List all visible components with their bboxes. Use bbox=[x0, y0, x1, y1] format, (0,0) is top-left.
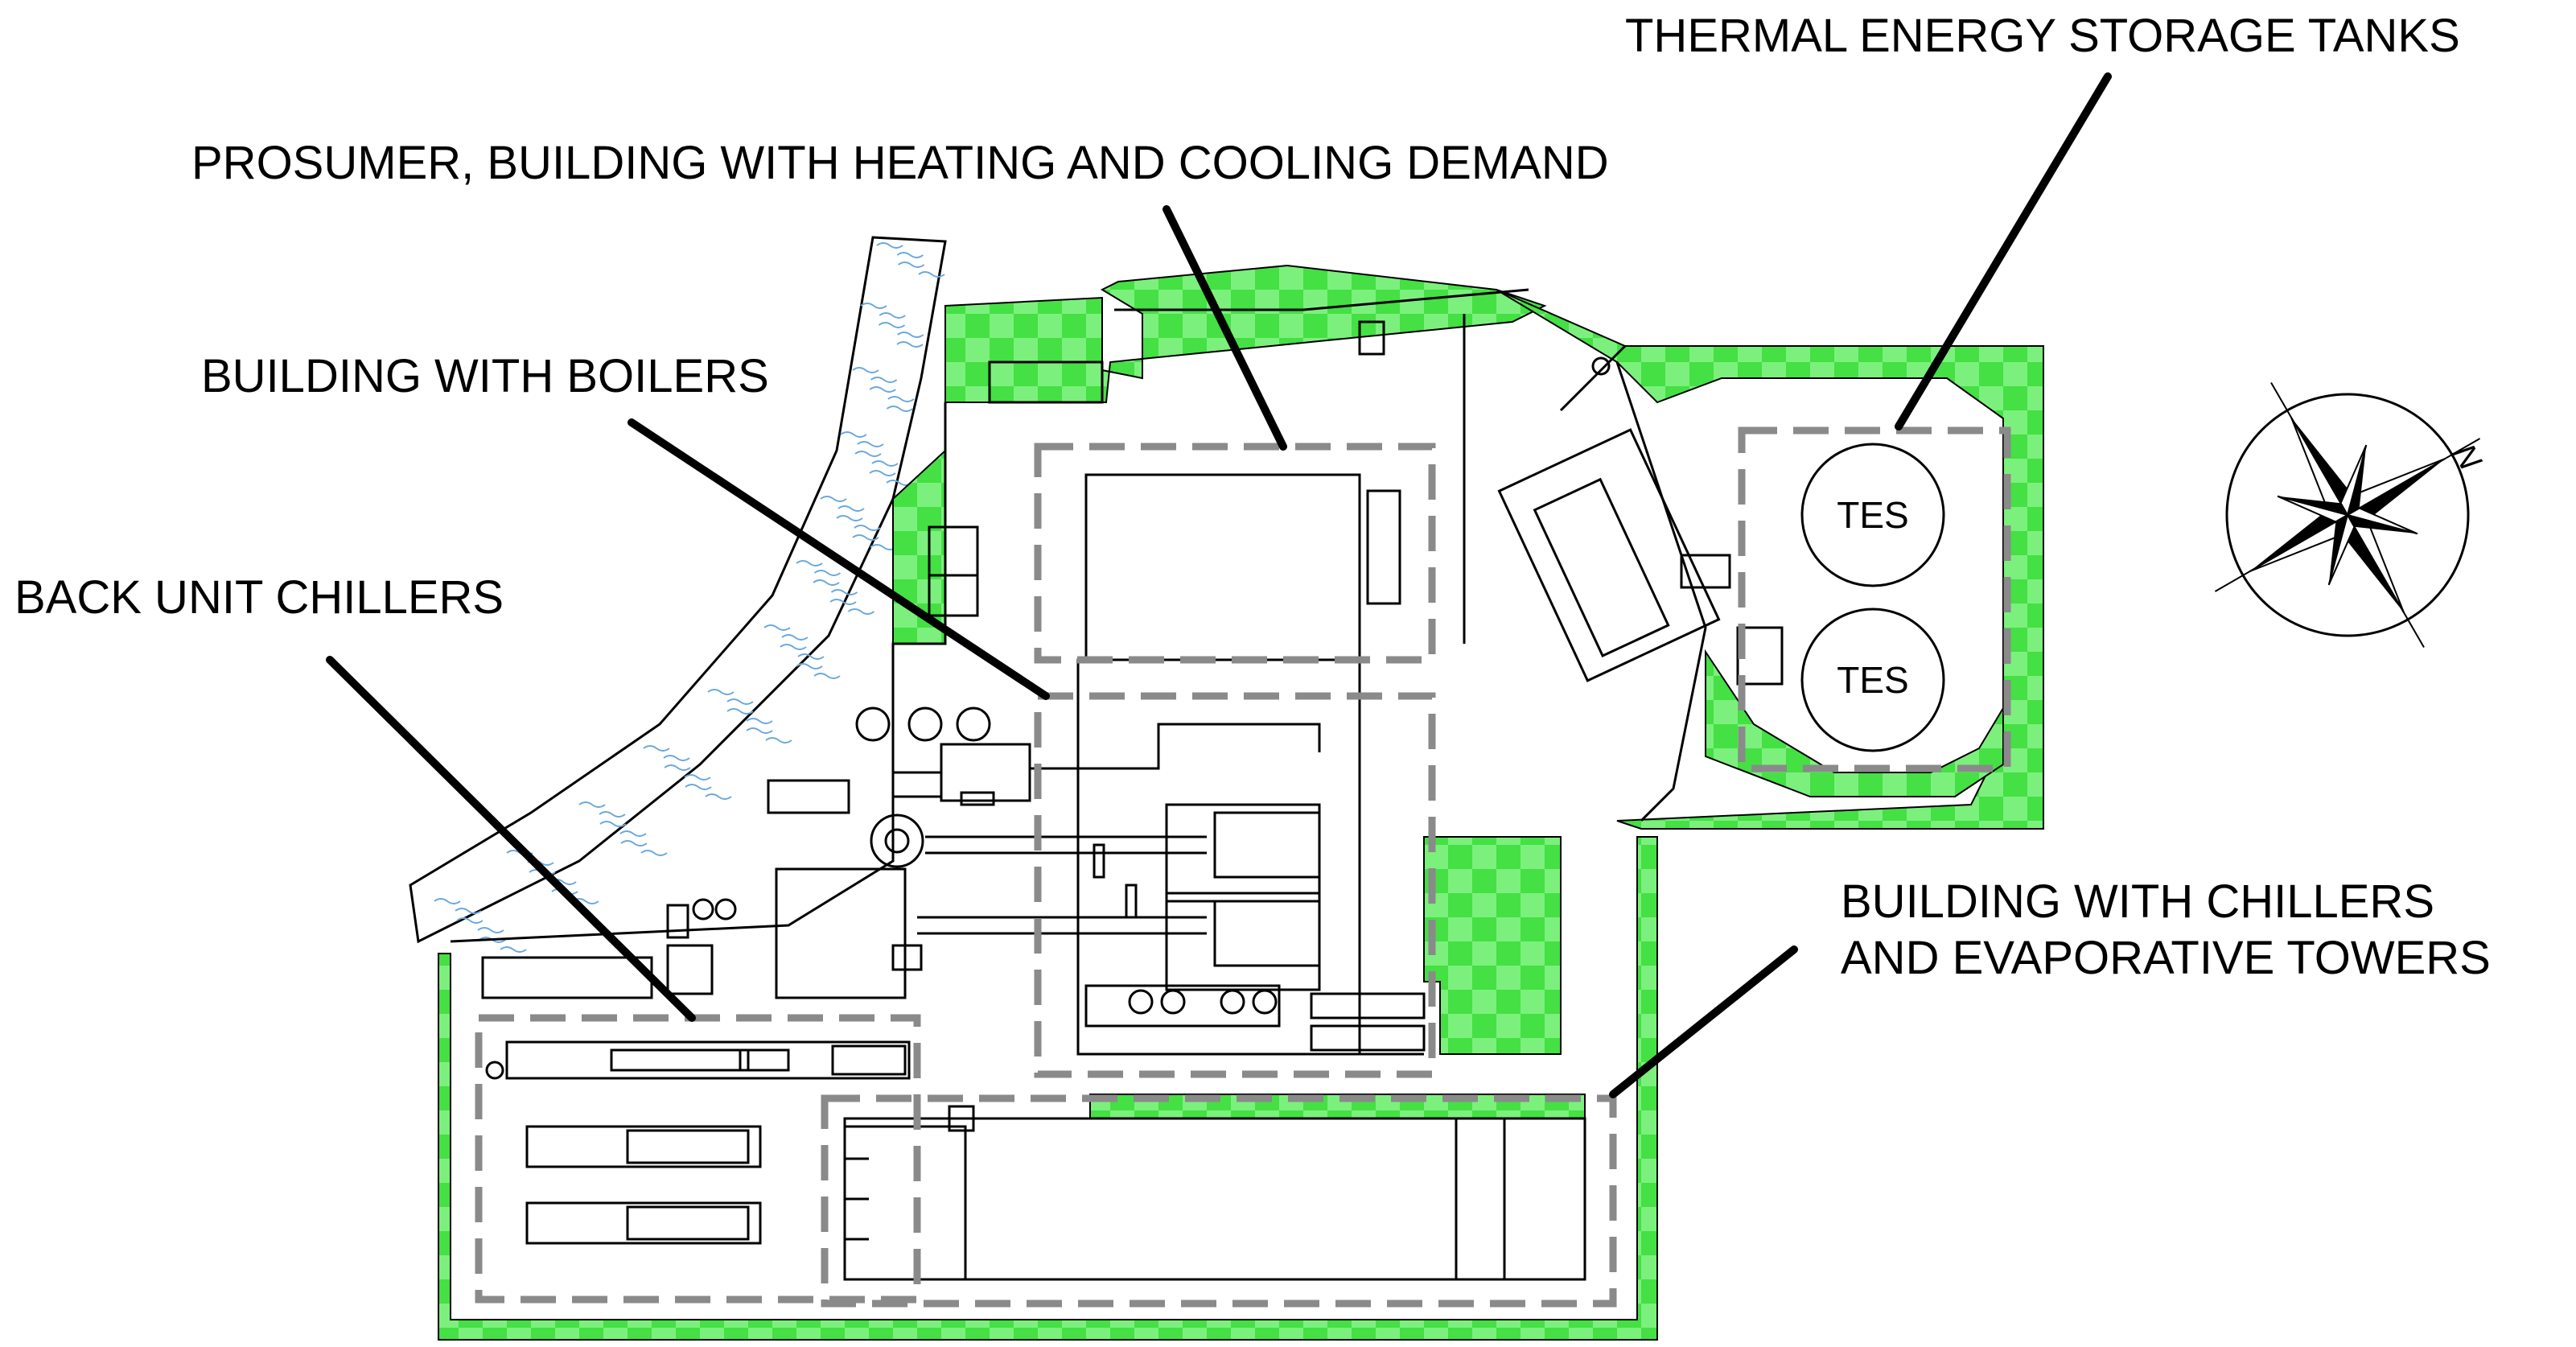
river-wave bbox=[887, 396, 915, 402]
river-wave bbox=[876, 242, 903, 249]
leader-prosumer bbox=[1162, 205, 1287, 451]
river-wave bbox=[918, 271, 945, 278]
river-wave bbox=[871, 460, 899, 467]
river-wave bbox=[829, 599, 857, 605]
river-wave bbox=[857, 441, 884, 447]
zone-boilers bbox=[1034, 692, 1436, 1078]
river-wave bbox=[578, 801, 606, 808]
river-wave bbox=[765, 737, 792, 744]
label-back-chillers: BACK UNIT CHILLERS bbox=[14, 571, 504, 624]
river-wave bbox=[684, 774, 711, 781]
river-wave bbox=[620, 840, 648, 847]
river-wave bbox=[781, 634, 809, 641]
river-wave bbox=[726, 698, 754, 705]
river-wave bbox=[705, 793, 732, 800]
leader-boilers bbox=[628, 418, 1050, 700]
river-wave bbox=[455, 908, 482, 914]
river-wave bbox=[663, 755, 690, 761]
tes-tank-1-label: TES bbox=[1837, 494, 1908, 536]
river bbox=[409, 236, 947, 953]
label-prosumer: PROSUMER, BUILDING WITH HEATING AND COOL… bbox=[191, 137, 1609, 189]
back-chiller-units bbox=[485, 1040, 911, 1245]
zone-back-chillers bbox=[475, 1014, 921, 1304]
river-wave bbox=[640, 850, 668, 856]
river-wave bbox=[870, 377, 898, 383]
river-wave bbox=[434, 898, 461, 904]
leader-chillers-towers bbox=[1609, 945, 1798, 1098]
river-wave bbox=[896, 252, 924, 258]
tes-area bbox=[1497, 344, 1784, 822]
river-wave bbox=[780, 644, 807, 650]
river-wave bbox=[886, 406, 914, 412]
green-areas bbox=[438, 264, 2044, 1341]
river-wave bbox=[796, 560, 823, 566]
river-wave bbox=[847, 608, 875, 615]
river-wave bbox=[599, 811, 626, 818]
zone-chillers-towers bbox=[821, 1094, 1617, 1308]
river-wave bbox=[456, 917, 484, 924]
label-chillers-towers-line1: BUILDING WITH CHILLERS bbox=[1841, 875, 2434, 928]
compass-rose: N bbox=[2214, 381, 2488, 649]
leader-lines bbox=[326, 72, 2112, 1098]
river-wave bbox=[763, 624, 791, 631]
label-thermal-storage: THERMAL ENERGY STORAGE TANKS bbox=[1625, 10, 2460, 62]
river-wave bbox=[599, 821, 627, 827]
river-wave bbox=[664, 764, 691, 771]
river-wave bbox=[898, 262, 925, 268]
river-wave bbox=[854, 525, 881, 531]
river-wave bbox=[869, 386, 896, 393]
river-wave bbox=[707, 689, 735, 695]
zone-prosumer bbox=[1034, 443, 1436, 664]
river-wave bbox=[685, 784, 712, 790]
chiller-building bbox=[843, 1105, 1586, 1281]
river-waves bbox=[434, 242, 945, 953]
tes-tanks: TES TES bbox=[1800, 443, 1945, 752]
river-wave bbox=[619, 830, 647, 837]
label-chillers-towers-line2: AND EVAPORATIVE TOWERS bbox=[1841, 932, 2491, 984]
river-wave bbox=[813, 570, 842, 576]
river-wave bbox=[840, 431, 867, 438]
tes-tank-1 bbox=[1800, 443, 1945, 587]
river-wave bbox=[746, 718, 773, 724]
river-wave bbox=[820, 496, 847, 502]
tes-tank-2 bbox=[1800, 608, 1945, 752]
river-wave bbox=[860, 303, 887, 309]
river-wave bbox=[852, 367, 879, 373]
river-wave bbox=[879, 312, 906, 319]
river-wave bbox=[836, 515, 863, 521]
river-wave bbox=[897, 332, 924, 338]
river-wave bbox=[854, 451, 882, 457]
river-wave bbox=[813, 579, 840, 586]
river-wave bbox=[477, 927, 504, 933]
labels: THERMAL ENERGY STORAGE TANKS PROSUMER, B… bbox=[14, 10, 2491, 984]
zone-outlines bbox=[475, 426, 2011, 1308]
river-wave bbox=[830, 589, 858, 595]
river-wave bbox=[896, 341, 924, 348]
river-wave bbox=[726, 708, 754, 715]
river-wave bbox=[869, 470, 896, 476]
zone-tes bbox=[1738, 426, 2011, 772]
river-wave bbox=[796, 663, 823, 669]
river-wave bbox=[746, 727, 773, 734]
river-wave bbox=[500, 946, 527, 953]
river-wave bbox=[878, 322, 906, 328]
river-wave bbox=[797, 653, 825, 660]
leader-back-chillers bbox=[326, 656, 696, 1022]
river-wave bbox=[643, 745, 670, 752]
label-boilers: BUILDING WITH BOILERS bbox=[201, 350, 769, 402]
tes-tank-2-label: TES bbox=[1837, 659, 1908, 701]
river-wave bbox=[813, 673, 841, 679]
leader-thermal-storage bbox=[1895, 72, 2112, 430]
river-wave bbox=[837, 505, 865, 512]
river-wave bbox=[852, 534, 879, 541]
compass-north-label: N bbox=[2446, 439, 2488, 476]
